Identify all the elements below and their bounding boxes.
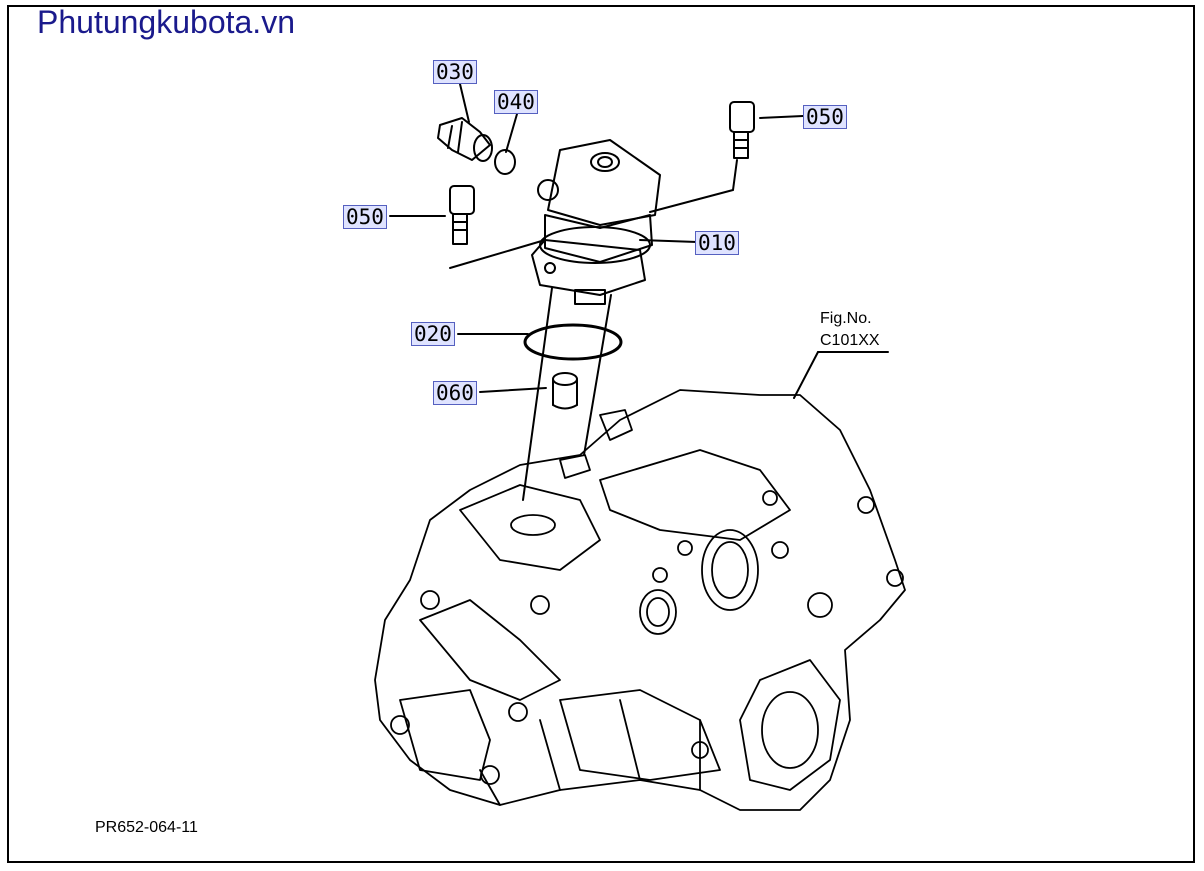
callout-030[interactable]: 030 bbox=[433, 60, 477, 84]
figure-number-label: Fig.No. bbox=[820, 310, 872, 327]
part-050-bolt-left bbox=[449, 185, 475, 245]
part-040-oring bbox=[494, 149, 516, 175]
drawing-code: PR652-064-11 bbox=[95, 819, 198, 836]
callout-010[interactable]: 010 bbox=[695, 231, 739, 255]
figure-number-value[interactable]: C101XX bbox=[820, 332, 880, 349]
diagram-frame bbox=[7, 5, 1195, 863]
part-060-sleeve bbox=[552, 372, 578, 410]
callout-040[interactable]: 040 bbox=[494, 90, 538, 114]
part-050-bolt-right bbox=[729, 101, 755, 159]
callout-050-left[interactable]: 050 bbox=[343, 205, 387, 229]
part-020-oring bbox=[523, 323, 623, 361]
site-title[interactable]: Phutungkubota.vn bbox=[37, 4, 295, 40]
callout-050-right[interactable]: 050 bbox=[803, 105, 847, 129]
part-030-fitting bbox=[437, 117, 493, 162]
callout-020[interactable]: 020 bbox=[411, 322, 455, 346]
callout-060[interactable]: 060 bbox=[433, 381, 477, 405]
transmission-case bbox=[374, 389, 906, 811]
part-010-pump bbox=[531, 139, 661, 305]
